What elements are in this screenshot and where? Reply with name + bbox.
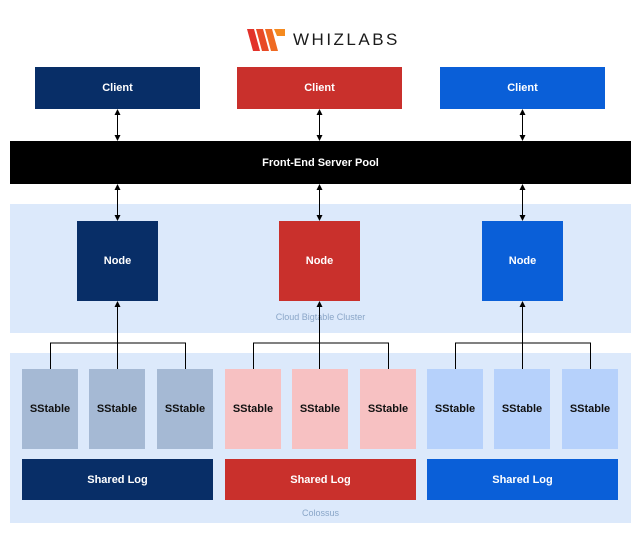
node-box-2: Node [279, 221, 360, 301]
client-box-1: Client [35, 67, 200, 109]
sstable-box: SStable [22, 369, 78, 449]
sstable-label: SStable [96, 403, 138, 415]
node-label: Node [305, 255, 334, 267]
sstable-label: SStable [434, 403, 476, 415]
sstable-box: SStable [494, 369, 550, 449]
shared-log-box-3: Shared Log [427, 459, 618, 500]
whizlabs-logo-text: WHIZLABS [293, 30, 400, 49]
shared-log-label: Shared Log [87, 473, 148, 486]
sstable-label: SStable [299, 403, 341, 415]
server-pool-label: Front-End Server Pool [262, 156, 379, 169]
sstable-label: SStable [501, 403, 543, 415]
node-box-3: Node [482, 221, 563, 301]
shared-log-box-1: Shared Log [22, 459, 213, 500]
client-label: Client [507, 82, 538, 94]
client-label: Client [304, 82, 335, 94]
sstable-box: SStable [360, 369, 416, 449]
sstable-box: SStable [89, 369, 145, 449]
sstable-label: SStable [29, 403, 71, 415]
node-label: Node [508, 255, 537, 267]
client-label: Client [102, 82, 133, 94]
sstable-bracket-2 [253, 342, 389, 369]
sstable-box: SStable [225, 369, 281, 449]
shared-log-box-2: Shared Log [225, 459, 416, 500]
cluster-label: Cloud Bigtable Cluster [275, 312, 366, 322]
whizlabs-logo-icon [247, 29, 285, 51]
front-end-server-pool: Front-End Server Pool [10, 141, 631, 184]
node-label: Node [103, 255, 132, 267]
sstable-box: SStable [427, 369, 483, 449]
shared-log-label: Shared Log [492, 473, 553, 486]
colossus-label: Colossus [301, 508, 339, 518]
whizlabs-logo: WHIZLABS [247, 27, 400, 53]
sstable-box: SStable [562, 369, 618, 449]
sstable-label: SStable [569, 403, 611, 415]
sstable-box: SStable [292, 369, 348, 449]
sstable-label: SStable [164, 403, 206, 415]
client-box-3: Client [440, 67, 605, 109]
sstable-label: SStable [367, 403, 409, 415]
sstable-box: SStable [157, 369, 213, 449]
shared-log-label: Shared Log [290, 473, 351, 486]
client-box-2: Client [237, 67, 402, 109]
sstable-label: SStable [232, 403, 274, 415]
node-box-1: Node [77, 221, 158, 301]
